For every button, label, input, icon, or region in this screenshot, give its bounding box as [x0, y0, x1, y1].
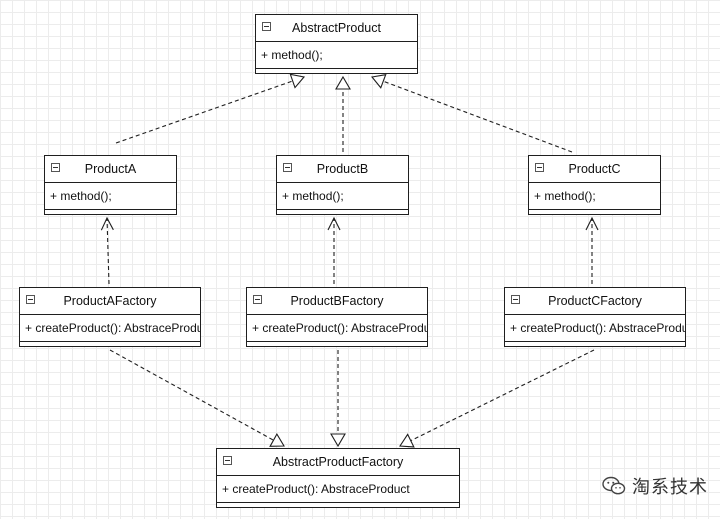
relationship-realization[interactable]	[370, 73, 573, 153]
class-name: AbstractProductFactory	[272, 455, 404, 469]
class-operation: + method();	[529, 183, 660, 210]
class-product-c[interactable]: ProductC + method();	[528, 155, 661, 215]
relationship-dependency[interactable]	[100, 216, 114, 285]
relationship-realization[interactable]	[115, 73, 306, 144]
class-operation: + createProduct(): AbstraceProduct	[505, 315, 685, 342]
collapse-icon[interactable]	[283, 163, 292, 172]
class-operation: + method();	[45, 183, 176, 210]
class-abstract-product[interactable]: AbstractProduct + method();	[255, 14, 418, 74]
class-product-b-factory[interactable]: ProductBFactory + createProduct(): Abstr…	[246, 287, 428, 347]
collapse-icon[interactable]	[223, 456, 232, 465]
relationship-realization[interactable]	[330, 350, 346, 448]
relationship-dependency[interactable]	[327, 216, 341, 284]
class-operation: + method();	[277, 183, 408, 210]
relationship-dependency[interactable]	[585, 216, 599, 284]
class-abstract-product-factory[interactable]: AbstractProductFactory + createProduct()…	[216, 448, 460, 508]
class-name: ProductCFactory	[548, 294, 642, 308]
class-product-c-factory[interactable]: ProductCFactory + createProduct(): Abstr…	[504, 287, 686, 347]
collapse-icon[interactable]	[51, 163, 60, 172]
relationship-realization[interactable]	[399, 349, 595, 448]
relationship-realization[interactable]	[335, 75, 351, 152]
class-product-a-factory[interactable]: ProductAFactory + createProduct(): Abstr…	[19, 287, 201, 347]
class-operation: + createProduct(): AbstraceProduct	[247, 315, 427, 342]
relationship-realization[interactable]	[109, 349, 285, 447]
class-product-b[interactable]: ProductB + method();	[276, 155, 409, 215]
class-name: ProductC	[568, 162, 621, 176]
class-name: ProductB	[316, 162, 369, 176]
collapse-icon[interactable]	[26, 295, 35, 304]
collapse-icon[interactable]	[535, 163, 544, 172]
watermark-text: 淘系技术	[632, 477, 708, 497]
collapse-icon[interactable]	[253, 295, 262, 304]
collapse-icon[interactable]	[511, 295, 520, 304]
class-operation: + method();	[256, 42, 417, 69]
class-operation: + createProduct(): AbstraceProduct	[217, 476, 459, 503]
class-product-a[interactable]: ProductA + method();	[44, 155, 177, 215]
class-name: ProductBFactory	[290, 294, 384, 308]
wechat-icon	[602, 476, 626, 495]
class-name: AbstractProduct	[292, 21, 381, 35]
class-name: ProductAFactory	[63, 294, 157, 308]
watermark: 淘系技术	[602, 473, 708, 499]
collapse-icon[interactable]	[262, 22, 271, 31]
class-operation: + createProduct(): AbstraceProduct	[20, 315, 200, 342]
class-name: ProductA	[84, 162, 137, 176]
